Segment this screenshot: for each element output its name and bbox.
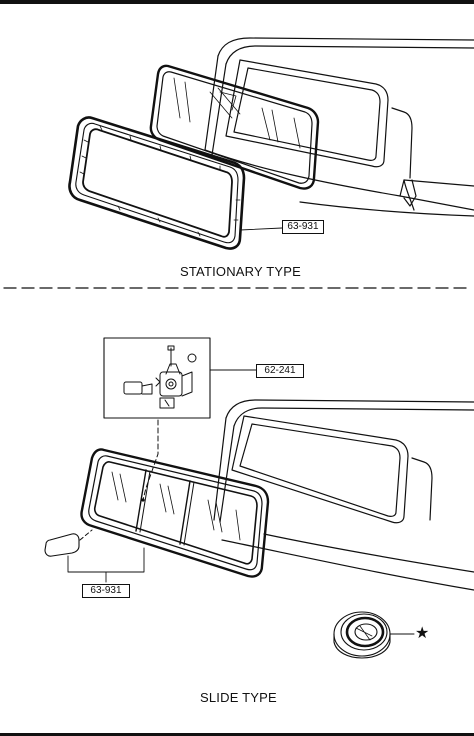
- stationary-type-caption: STATIONARY TYPE: [180, 264, 301, 279]
- slide-weatherstrip-leader: [67, 547, 145, 573]
- slide-type-caption: SLIDE TYPE: [200, 690, 277, 705]
- latch-mount-point: [141, 498, 145, 502]
- top-border: [0, 0, 474, 4]
- latch-detail-box: [103, 337, 257, 419]
- weatherstrip-section-icon: [44, 533, 80, 557]
- slide-cab-outline: [213, 399, 474, 591]
- stationary-glass: [149, 64, 320, 190]
- stationary-leader-line: [239, 227, 283, 231]
- stationary-cab-outline: [204, 37, 474, 217]
- latch-assembly: [123, 345, 197, 409]
- stationary-weatherstrip: [68, 116, 246, 250]
- part-number-latch: 62-241: [256, 364, 304, 378]
- latch-connector: [142, 419, 159, 501]
- part-number-slide-weatherstrip: 63-931: [82, 584, 130, 598]
- sealant-star-marker: ★: [415, 625, 430, 642]
- part-number-stationary-weatherstrip: 63-931: [282, 220, 324, 234]
- slide-glass: [80, 448, 270, 578]
- pad-connector: [79, 529, 93, 541]
- bottom-border: [0, 733, 474, 736]
- tape-roll-icon: [333, 611, 415, 659]
